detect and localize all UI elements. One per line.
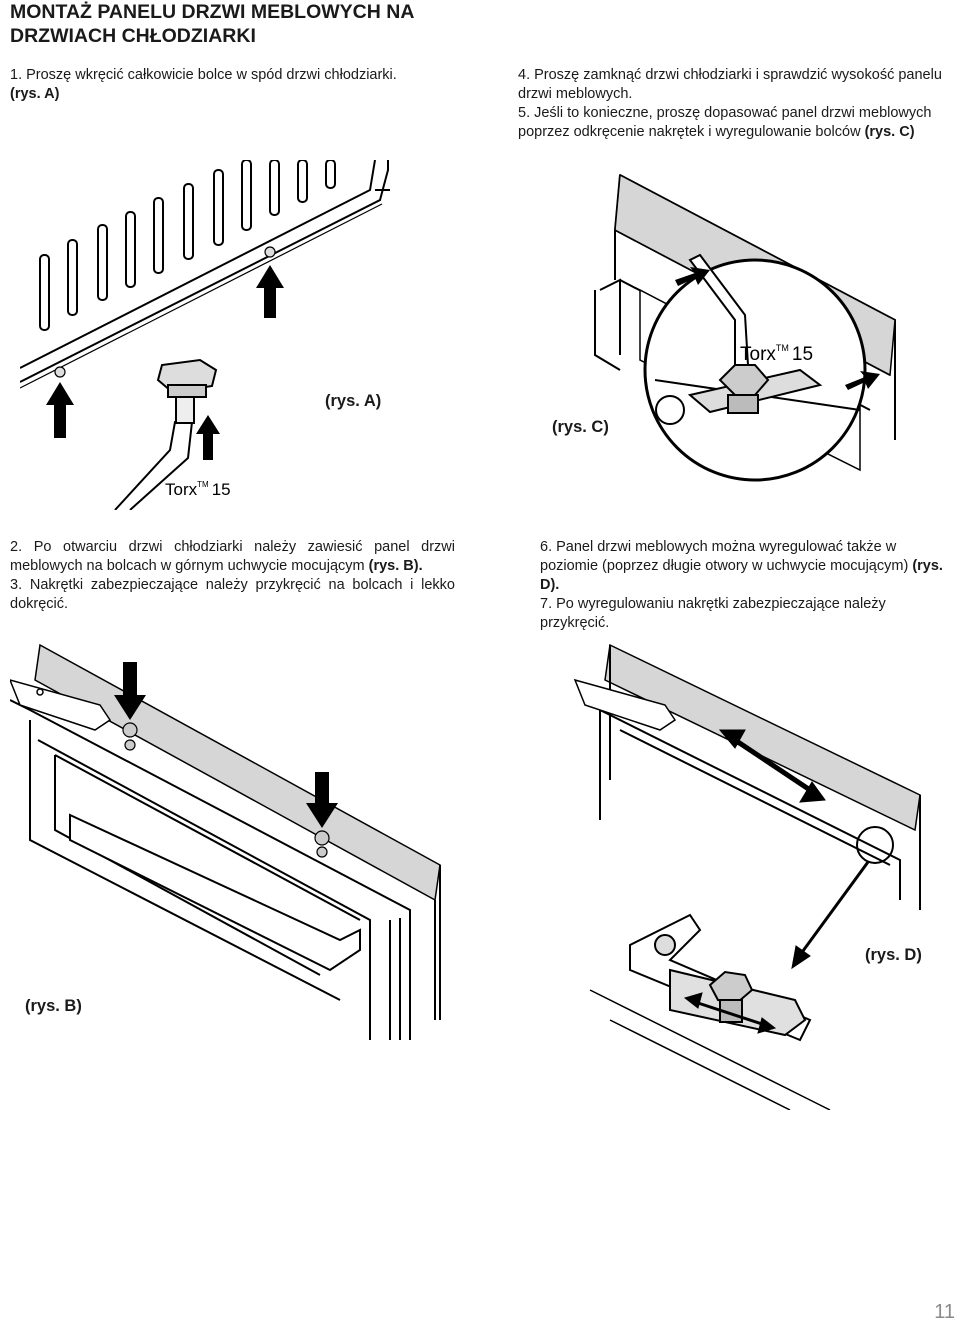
step-7-text: 7. Po wyregulowaniu nakrętki zabezpiecza… [540, 596, 886, 631]
step-6-text: 6. Panel drzwi meblowych można wyregulow… [540, 539, 913, 574]
bolt-detail-icon [654, 364, 861, 425]
door-ribs-icon [39, 160, 336, 331]
double-arrow-icon [683, 992, 777, 1034]
bolt-detail-icon [629, 913, 812, 1042]
title-line-1: MONTAŻ PANELU DRZWI MEBLOWYCH NA [10, 1, 415, 23]
step-2: 2. Po otwarciu drzwi chłodziarki należy … [10, 538, 455, 576]
step-5-ref: (rys. C) [864, 124, 915, 140]
step-6-ref: (rys. D). [540, 558, 943, 593]
step-1: 1. Proszę wkręcić całkowicie bolce w spó… [10, 66, 470, 104]
figure-d-label: (rys. D) [865, 946, 922, 964]
torx-key-icon [114, 358, 218, 510]
step-4-text: 4. Proszę zamknąć drzwi chłodziarki i sp… [518, 67, 942, 102]
double-arrow-icon [718, 729, 826, 803]
figure-b-label: (rys. B) [25, 997, 82, 1015]
step-3: 3. Nakrętki zabezpieczające należy przyk… [10, 576, 455, 614]
figure-b-illustration [10, 643, 441, 1040]
zoom-circle-icon [856, 826, 894, 864]
step-3-text: 3. Nakrętki zabezpieczające należy przyk… [10, 577, 455, 612]
torx-key-icon [688, 253, 750, 366]
arrow-down-icon [114, 662, 338, 828]
step-5: 5. Jeśli to konieczne, proszę dopasować … [518, 104, 943, 142]
step-7: 7. Po wyregulowaniu nakrętki zabezpiecza… [540, 595, 950, 633]
step-5-text: 5. Jeśli to konieczne, proszę dopasować … [518, 105, 932, 140]
step-1-text: 1. Proszę wkręcić całkowicie bolce w spó… [10, 67, 397, 83]
page-number: 11 [934, 1301, 955, 1323]
door-shelf-icon [69, 813, 361, 972]
door-bottom-outline-icon [20, 160, 390, 389]
step-6: 6. Panel drzwi meblowych można wyregulow… [540, 538, 950, 595]
figure-d-illustration [573, 643, 921, 1110]
step-2-text: 2. Po otwarciu drzwi chłodziarki należy … [10, 539, 455, 574]
pointer-arrow-icon [791, 861, 870, 970]
step-4: 4. Proszę zamknąć drzwi chłodziarki i sp… [518, 66, 943, 104]
hinge-icon [10, 679, 112, 731]
arrow-right-icon [675, 267, 880, 390]
bolt-icon [122, 722, 330, 858]
bolt-icon [54, 246, 276, 378]
hinge-icon [573, 678, 677, 731]
step-2-ref: (rys. B). [368, 558, 423, 574]
figure-a-label: (rys. A) [325, 392, 382, 410]
page-title: MONTAŻ PANELU DRZWI MEBLOWYCH NA DRZWIAC… [10, 0, 480, 48]
figure-c-label: (rys. C) [552, 418, 609, 436]
title-line-2: DRZWIACH CHŁODZIARKI [10, 25, 256, 47]
step-1-ref: (rys. A) [10, 86, 60, 102]
arrow-up-icon [46, 265, 284, 460]
